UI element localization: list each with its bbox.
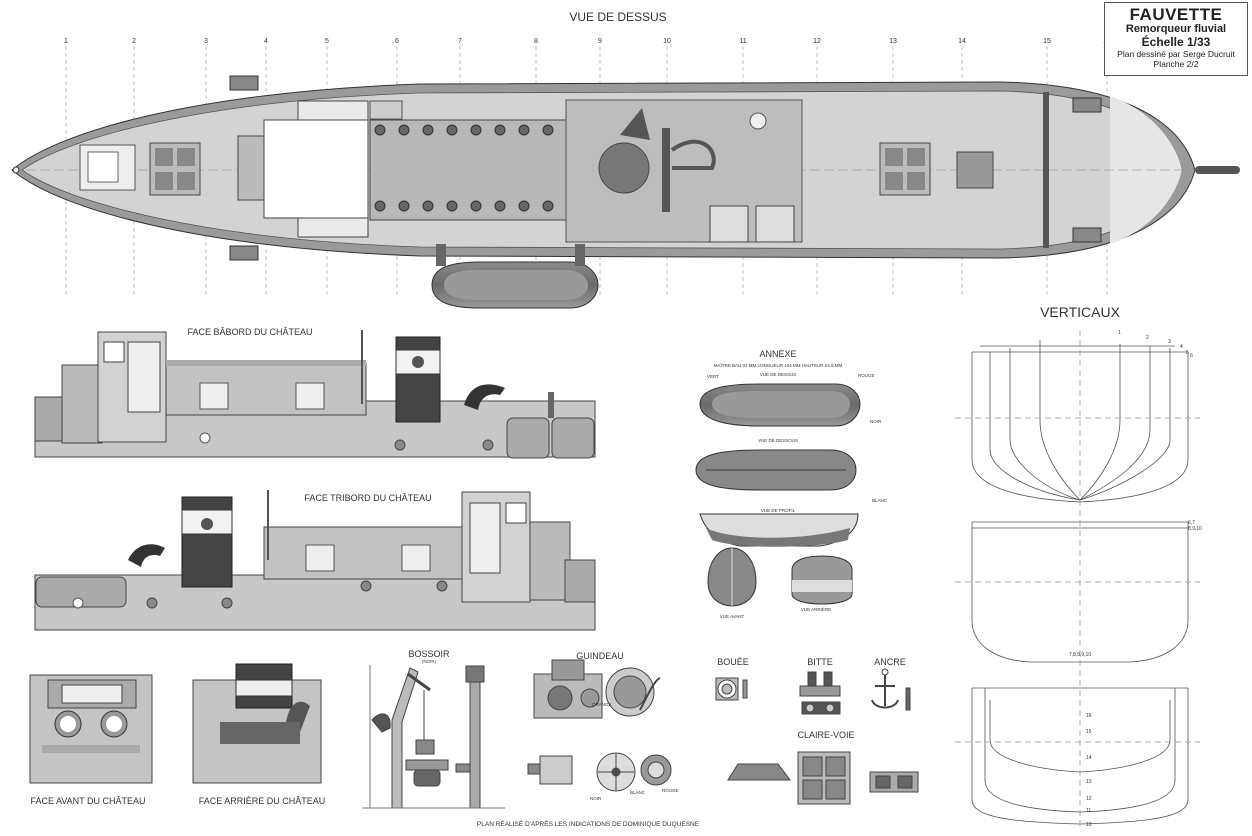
annexe-caption: MAÎTRE BAU 31 MM LONGUEUR 104 MM HAUTEUR…: [714, 362, 843, 368]
bitt-block-aft: [149, 142, 201, 196]
bitte-title: BITTE: [807, 657, 833, 667]
porthole: [494, 200, 506, 212]
frame-number: 3: [204, 38, 208, 45]
vertical-section-number: 13: [1086, 779, 1092, 785]
ancre-title: ANCRE: [874, 657, 906, 667]
wheel-white: BLANC: [630, 790, 646, 795]
plan-scale: Échelle 1/33: [1141, 35, 1211, 49]
bouee-title: BOUÉE: [717, 657, 749, 667]
frame-number: 15: [1043, 38, 1051, 45]
annexe-color-green: VERT: [707, 374, 719, 379]
porthole: [374, 200, 386, 212]
guindeau-orange: ORANGE: [592, 702, 612, 707]
bossoir-drawing: [362, 665, 505, 809]
frame-number: 6: [395, 38, 399, 45]
vert-mid-bottom: 7,8,9,9,10: [1069, 652, 1091, 658]
frame-number: 5: [325, 38, 329, 45]
bossoir-title: BOSSOIR: [408, 649, 450, 659]
frame-number: 13: [889, 38, 897, 45]
porthole: [422, 200, 434, 212]
annexe-title: ANNEXE: [759, 349, 796, 359]
front-chateau-view: [29, 674, 153, 784]
vertical-section-number: 1: [1118, 330, 1121, 336]
vertical-section-number: 3: [1168, 339, 1171, 345]
annexe-drawings: [695, 383, 861, 607]
small-fittings: [715, 668, 919, 805]
vertical-section-number: 16: [1086, 713, 1092, 719]
porthole: [446, 200, 458, 212]
top-view-title: VUE DE DESSUS: [569, 10, 666, 24]
vertical-section-number: 10: [1086, 822, 1092, 828]
annexe-rear-view: VUE ARRIÈRE: [801, 606, 831, 612]
bitt-block-fore: [879, 142, 931, 196]
vertical-section-number: 4: [1180, 344, 1183, 350]
title-block: FAUVETTE Remorqueur fluvial Échelle 1/33…: [1104, 2, 1248, 76]
annexe-color-red: ROUGE: [858, 373, 875, 378]
porthole: [542, 200, 554, 212]
porthole: [398, 200, 410, 212]
vertical-section-number: 11: [1086, 808, 1091, 814]
porthole: [446, 124, 458, 136]
front-view-title: FACE AVANT DU CHÂTEAU: [30, 796, 145, 806]
vertical-section-number: 14: [1086, 755, 1092, 761]
annexe-profile-view: VUE DE PROFIL: [761, 508, 796, 513]
rear-chateau-view: [192, 663, 322, 784]
frame-number: 9: [598, 38, 602, 45]
frame-number: 1: [64, 38, 68, 45]
annexe-top-view: VUE DE DESSUS: [760, 372, 797, 377]
vertical-section-number: 2: [1146, 335, 1149, 341]
starboard-view-title: FACE TRIBORD DU CHÂTEAU: [304, 493, 431, 503]
vertical-section-number: 15: [1086, 729, 1092, 735]
vertical-section-number: 6,7: [1188, 520, 1195, 526]
annexe-color-black: NOIR: [870, 419, 882, 424]
frame-number: 8: [534, 38, 538, 45]
vertical-section-number: 12: [1086, 796, 1092, 802]
port-view-title: FACE BÂBORD DU CHÂTEAU: [187, 327, 312, 337]
frame-labels: 12345678910111213141516: [64, 38, 1111, 45]
porthole: [398, 124, 410, 136]
vertical-section-number: 6: [1190, 353, 1193, 359]
annexe-bottom-view: VUE DE DESSOUS: [758, 438, 798, 443]
deckhouse-portholes: [374, 124, 554, 212]
bossoir-note: (NOIR): [422, 659, 437, 664]
frame-number: 2: [132, 38, 136, 45]
verticaux-title: VERTICAUX: [1040, 304, 1121, 320]
porthole: [518, 200, 530, 212]
plan-author: Plan dessiné par Serge Ducruit: [1117, 49, 1235, 59]
porthole: [494, 124, 506, 136]
frame-number: 7: [458, 38, 462, 45]
guindeau-title: GUINDEAU: [576, 651, 624, 661]
verticaux-sections: [955, 330, 1200, 830]
frame-number: 11: [739, 38, 746, 45]
frame-number: 4: [264, 38, 268, 45]
vertical-section-number: 8,9,10: [1188, 526, 1202, 532]
wheel-red: ROUGE: [662, 788, 679, 793]
frame-number: 10: [663, 38, 671, 45]
boat-type: Remorqueur fluvial: [1125, 23, 1227, 35]
top-view: 12345678910111213141516: [11, 38, 1240, 309]
porthole: [470, 200, 482, 212]
port-side-elevation: [34, 330, 596, 459]
footer-note: PLAN RÉALISÉ D'APRÈS LES INDICATIONS DE …: [477, 819, 700, 828]
porthole: [470, 124, 482, 136]
rear-view-title: FACE ARRIÈRE DU CHÂTEAU: [199, 796, 326, 806]
starboard-side-elevation: [34, 490, 596, 631]
porthole: [542, 124, 554, 136]
annexe-color-white: BLANC: [872, 498, 888, 503]
vertical-section-number: 5: [1186, 350, 1189, 356]
guindeau-drawing: [527, 659, 672, 792]
annexe-front-view: VUE AVANT: [720, 614, 745, 619]
porthole: [374, 124, 386, 136]
porthole: [518, 124, 530, 136]
porthole: [422, 124, 434, 136]
frame-number: 12: [813, 38, 821, 45]
vert-bottom-labels: 16 15 14 13 12 11 10: [1086, 713, 1092, 828]
plan-sheet: Planche 2/2: [1153, 59, 1199, 69]
boat-name: FAUVETTE: [1129, 5, 1223, 24]
claire-voie-title: CLAIRE-VOIE: [797, 730, 854, 740]
frame-number: 14: [958, 38, 966, 45]
wheel-black: NOIR: [590, 796, 602, 801]
